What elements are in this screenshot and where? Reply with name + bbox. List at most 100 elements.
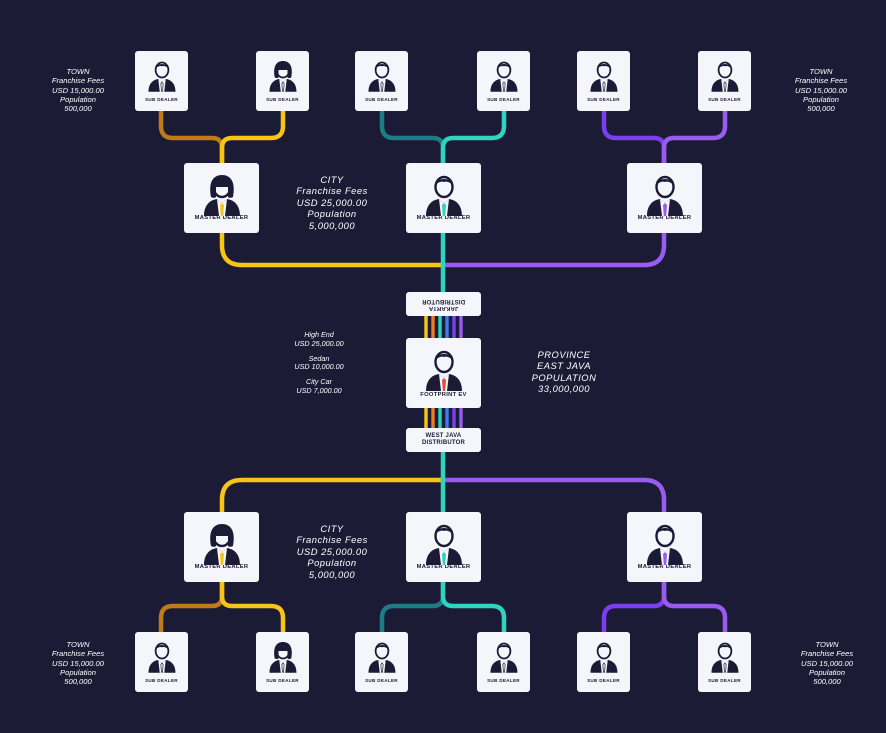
master-dealer-label: MASTER DEALER <box>416 215 471 222</box>
person-icon <box>425 350 462 391</box>
town-info-top-right: TOWN Franchise Fees USD 15,000.00 Popula… <box>786 67 856 113</box>
town-info-bottom-left: TOWN Franchise Fees USD 15,000.00 Popula… <box>43 640 113 686</box>
connector-yellow-top <box>219 230 446 268</box>
connector-purple-top <box>440 230 667 268</box>
sub-dealer-card: SUB DEALER <box>256 632 309 692</box>
sub-dealer-card: SUB DEALER <box>577 51 630 111</box>
connector-purple-bottom <box>440 477 667 515</box>
fork-bottom-teal-left <box>379 579 446 635</box>
town-title: TOWN <box>66 67 90 76</box>
city-fees-value: USD 25,000.00 <box>296 545 368 557</box>
fork-top-yellow-left <box>158 108 225 166</box>
person-icon <box>269 61 296 92</box>
province-name: EAST JAVA <box>536 360 591 372</box>
fork-bottom-purple-left <box>601 579 667 635</box>
price-value-high-end: USD 25,000.00 <box>294 338 344 348</box>
person-icon <box>368 642 395 673</box>
sub-dealer-label: SUB DEALER <box>145 677 178 683</box>
city-population-label: Population <box>307 557 357 569</box>
west-java-distributor-box: WEST JAVA DISTRIBUTOR <box>406 428 481 452</box>
town-fees-label: Franchise Fees <box>51 76 105 86</box>
town-population-label: Population <box>60 667 96 677</box>
jakarta-distributor-box: JAKARTA DISTRIBUTOR <box>406 292 481 316</box>
sub-dealer-card: SUB DEALER <box>135 632 188 692</box>
footprint-ev-label: FOOTPRINT EV <box>420 392 467 399</box>
jakarta-distributor-line: JAKARTA <box>428 304 459 311</box>
person-icon <box>590 61 617 92</box>
fork-bottom-yellow-left <box>158 579 225 635</box>
west-java-distributor-line: WEST JAVA <box>425 433 462 440</box>
town-info-bottom-right: TOWN Franchise Fees USD 15,000.00 Popula… <box>792 640 862 686</box>
town-fees-value: USD 15,000.00 <box>795 85 847 95</box>
town-fees-value: USD 15,000.00 <box>52 85 104 95</box>
person-icon <box>490 61 517 92</box>
person-icon <box>425 524 462 565</box>
sub-dealer-card: SUB DEALER <box>698 632 751 692</box>
town-title: TOWN <box>809 67 833 76</box>
town-info-top-left: TOWN Franchise Fees USD 15,000.00 Popula… <box>43 67 113 113</box>
town-population-value: 500,000 <box>807 104 835 113</box>
city-title: CITY <box>320 174 344 185</box>
person-icon <box>646 524 683 565</box>
province-population-value: 33,000,000 <box>538 383 590 395</box>
master-dealer-card: MASTER DEALER <box>184 512 259 582</box>
sub-dealer-card: SUB DEALER <box>477 632 530 692</box>
fork-bottom-yellow-right <box>219 579 286 635</box>
town-fees-value: USD 15,000.00 <box>52 658 104 668</box>
master-dealer-card: MASTER DEALER <box>627 163 702 233</box>
fork-top-purple-left <box>601 108 667 166</box>
city-population-value: 5,000,000 <box>308 219 356 231</box>
sub-dealer-card: SUB DEALER <box>698 51 751 111</box>
province-title: PROVINCE <box>537 349 591 360</box>
sub-dealer-label: SUB DEALER <box>587 96 620 102</box>
city-info-bottom: CITY Franchise Fees USD 25,000.00 Popula… <box>282 523 382 580</box>
town-population-label: Population <box>803 94 839 104</box>
town-fees-label: Franchise Fees <box>51 649 105 659</box>
person-icon <box>490 642 517 673</box>
person-icon <box>646 175 683 216</box>
province-info: PROVINCE EAST JAVA POPULATION 33,000,000 <box>514 349 614 395</box>
master-dealer-card: MASTER DEALER <box>406 163 481 233</box>
town-population-value: 500,000 <box>813 677 841 686</box>
master-dealer-card: MASTER DEALER <box>406 512 481 582</box>
price-name-sedan: Sedan <box>308 353 330 363</box>
vehicle-prices: High End USD 25,000.00 Sedan USD 10,000.… <box>278 330 360 396</box>
sub-dealer-label: SUB DEALER <box>145 96 178 102</box>
person-icon <box>711 642 738 673</box>
sub-dealer-card: SUB DEALER <box>135 51 188 111</box>
sub-dealer-label: SUB DEALER <box>365 677 398 683</box>
town-population-label: Population <box>60 94 96 104</box>
sub-dealer-card: SUB DEALER <box>577 632 630 692</box>
sub-dealer-label: SUB DEALER <box>587 677 620 683</box>
master-dealer-label: MASTER DEALER <box>637 564 692 571</box>
person-icon <box>269 642 296 673</box>
jakarta-distributor-label: JAKARTA DISTRIBUTOR <box>422 297 465 311</box>
person-icon <box>148 61 175 92</box>
fork-top-purple-right <box>661 108 728 166</box>
person-icon <box>425 175 462 216</box>
town-fees-value: USD 15,000.00 <box>801 658 853 668</box>
city-fees-label: Franchise Fees <box>296 534 368 546</box>
master-dealer-label: MASTER DEALER <box>194 564 249 571</box>
town-population-value: 500,000 <box>64 677 92 686</box>
person-icon <box>368 61 395 92</box>
sub-dealer-label: SUB DEALER <box>365 96 398 102</box>
province-population-label: POPULATION <box>531 371 597 383</box>
sub-dealer-label: SUB DEALER <box>266 677 299 683</box>
town-population-value: 500,000 <box>64 104 92 113</box>
master-dealer-card: MASTER DEALER <box>627 512 702 582</box>
town-title: TOWN <box>66 640 90 649</box>
town-fees-label: Franchise Fees <box>800 649 854 659</box>
fork-bottom-purple-right <box>661 579 728 635</box>
fork-bottom-teal-right <box>440 579 507 635</box>
sub-dealer-label: SUB DEALER <box>266 96 299 102</box>
fork-top-teal-left <box>379 108 446 166</box>
fork-top-teal-right <box>440 108 507 166</box>
person-icon <box>711 61 738 92</box>
sub-dealer-label: SUB DEALER <box>487 677 520 683</box>
sub-dealer-card: SUB DEALER <box>355 51 408 111</box>
fork-top-yellow-right <box>219 108 286 166</box>
city-population-value: 5,000,000 <box>308 568 356 580</box>
